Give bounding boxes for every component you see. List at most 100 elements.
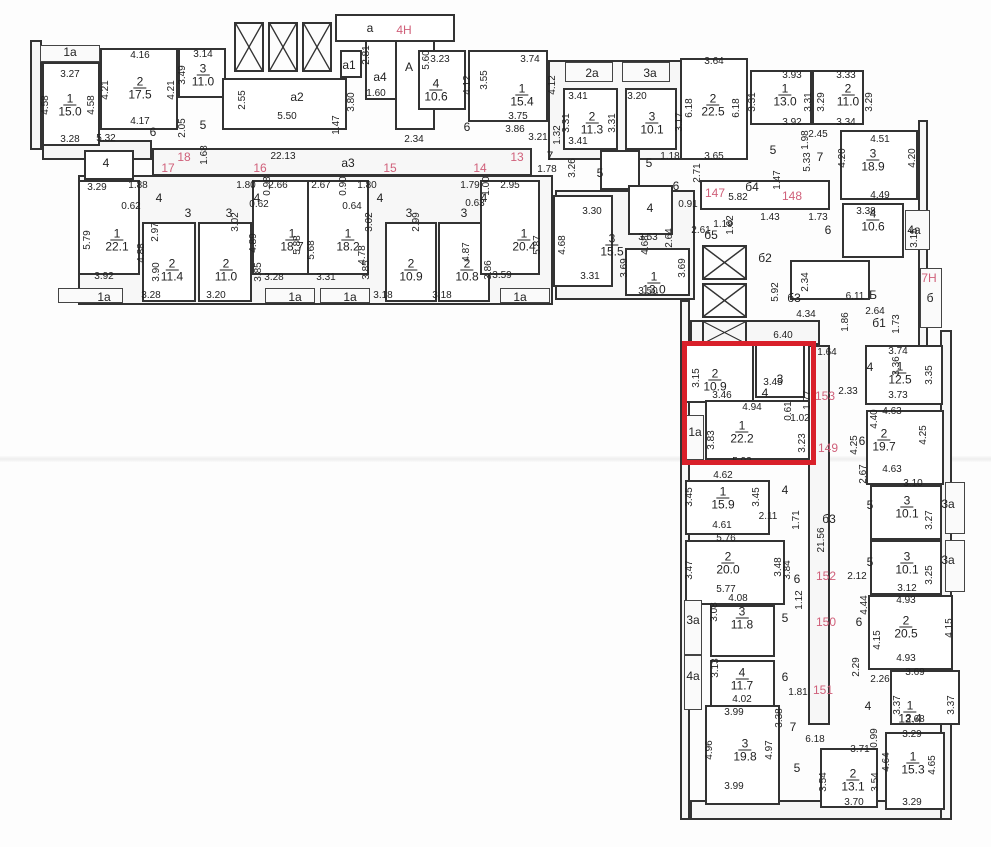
room-area: 22.2 <box>730 431 754 446</box>
zone-label: 4 <box>864 699 872 713</box>
dimension-label: 3.69 <box>619 258 630 278</box>
room-outline <box>335 14 455 42</box>
dimension-label: 2.45 <box>808 129 828 140</box>
dimension-label: 3.84 <box>782 560 793 580</box>
room-number: 4 <box>735 667 749 680</box>
apartment-number: 4Н <box>396 23 412 37</box>
zone-label: 4 <box>781 483 789 497</box>
dimension-label: 4.15 <box>944 618 955 638</box>
dimension-label: 1.86 <box>840 312 851 332</box>
room-number: 2 <box>846 768 860 781</box>
zone-label: а1 <box>342 58 356 72</box>
room-outline <box>385 222 437 302</box>
dimension-label: 0.91 <box>678 199 698 210</box>
room-number: 1 <box>716 486 730 499</box>
dimension-label: 5.32 <box>96 133 116 144</box>
room-outline <box>84 150 134 180</box>
dimension-label: 4.93 <box>896 595 916 606</box>
room-area: 11.3 <box>580 122 604 137</box>
zone-label: 1а <box>343 290 357 304</box>
room-area: 11.0 <box>191 74 215 89</box>
dimension-label: 4.65 <box>927 755 938 775</box>
zone-label: а2 <box>290 90 304 104</box>
zone-label: 3а <box>643 66 657 80</box>
room-number: 2 <box>841 83 855 96</box>
room-number: 1 <box>893 361 907 374</box>
zone-label: 4 <box>646 201 654 215</box>
apartment-number: 7Н <box>921 271 937 285</box>
room-outline <box>600 150 640 190</box>
room-area: 22.1 <box>105 239 129 254</box>
balcony <box>320 288 370 303</box>
zone-label: 5 <box>866 498 874 512</box>
highlighted-apartment-frame[interactable] <box>682 341 816 465</box>
apartment-number: 147 <box>704 186 726 200</box>
dimension-label: 1.43 <box>760 212 780 223</box>
balcony <box>684 600 702 655</box>
dimension-label: 4.68 <box>557 235 568 255</box>
room-outline <box>418 50 466 110</box>
dimension-label: 3.02 <box>364 212 375 232</box>
dimension-label: 3.46 <box>712 390 732 401</box>
room-outline <box>865 345 943 405</box>
elevator-shaft <box>268 22 298 72</box>
room-number: 1 <box>778 83 792 96</box>
dimension-label: 3.49 <box>177 65 188 85</box>
balcony <box>40 45 100 62</box>
dimension-label: 4.12 <box>547 75 558 95</box>
room-outline <box>812 70 864 125</box>
dimension-label: 2.05 <box>177 118 188 138</box>
room-number: 2 <box>404 258 418 271</box>
room-outline <box>198 222 252 302</box>
zone-label: 6 <box>672 179 680 193</box>
dimension-label: 4.34 <box>796 309 816 320</box>
dimension-label: 4.17 <box>130 116 150 127</box>
zone-label: б4 <box>745 180 759 194</box>
zone-label: 3 <box>225 206 233 220</box>
dimension-label: 4.20 <box>907 148 918 168</box>
dimension-label: 3.10 <box>903 478 923 489</box>
room-number: 2 <box>585 111 599 124</box>
dimension-label: 0.62 <box>121 201 141 212</box>
dimension-label: 1.88 <box>128 180 148 191</box>
dimension-label: 3.29 <box>902 797 922 808</box>
elevator-shaft <box>702 245 747 280</box>
room-outline <box>820 748 878 808</box>
dimension-label: 4.58 <box>40 95 51 115</box>
zone-label: 1а <box>63 45 77 59</box>
room-number: 1 <box>515 83 529 96</box>
dimension-label: 4.08 <box>728 593 748 604</box>
dimension-label: 4.15 <box>872 630 883 650</box>
dimension-label: 3.08 <box>709 602 720 622</box>
dimension-label: 1.79 <box>460 180 480 191</box>
dimension-label: 3.02 <box>230 212 241 232</box>
room-area: 10.6 <box>424 89 448 104</box>
dimension-label: 4.61 <box>712 520 732 531</box>
dimension-label: 2.67 <box>858 464 869 484</box>
dimension-label: 3.65 <box>704 151 724 162</box>
dimension-label: 3.31 <box>316 272 336 283</box>
zone-label: 3 <box>184 206 192 220</box>
dimension-label: 4.58 <box>86 95 97 115</box>
dimension-label: 4.64 <box>881 752 892 772</box>
room-number: 4 <box>429 78 443 91</box>
dimension-label: 3.38 <box>856 206 876 217</box>
zone-label: 4 <box>761 386 769 400</box>
zone-label: 6 <box>463 120 471 134</box>
dimension-label: 3.37 <box>892 695 903 715</box>
room-number: 3 <box>605 233 619 246</box>
room-area: 11.8 <box>730 617 754 632</box>
dimension-label: 2.95 <box>500 180 520 191</box>
room-area: 22.5 <box>701 104 725 119</box>
